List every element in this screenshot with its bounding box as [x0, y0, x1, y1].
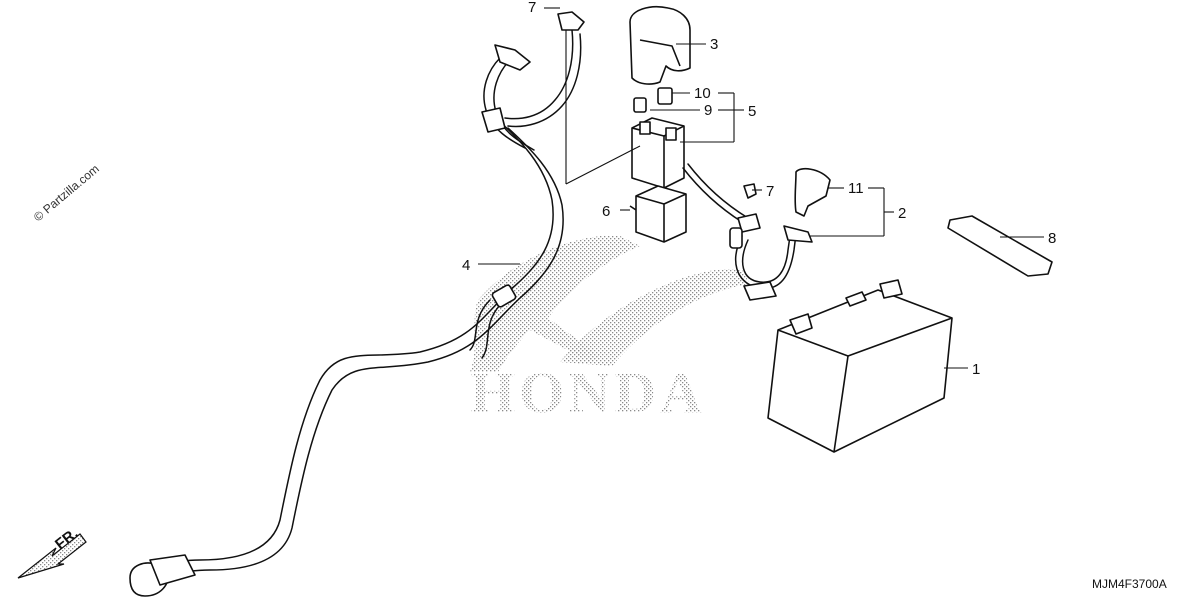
starter-relay-part [631, 117, 685, 189]
callout-10: 10 [694, 85, 711, 102]
callout-2: 2 [898, 205, 906, 222]
relay-holder-part [629, 185, 687, 243]
front-direction-arrow: FR. [17, 525, 87, 579]
diagram-code: MJM4F3700A [1092, 577, 1167, 591]
bolt-right-part [743, 183, 757, 199]
relay-cover-part [629, 6, 691, 85]
starter-cable-part [129, 11, 585, 597]
callout-4: 4 [462, 257, 470, 274]
battery-part [767, 279, 953, 453]
callout-6: 6 [602, 203, 610, 220]
callout-5: 5 [748, 103, 756, 120]
callout-labels: 7 3 10 9 5 6 4 7 11 2 8 1 [462, 0, 1056, 378]
callout-9: 9 [704, 102, 712, 119]
fuse-part [657, 87, 673, 105]
battery-cable-part [682, 163, 813, 301]
callout-11: 11 [848, 180, 864, 197]
callout-1: 1 [972, 361, 980, 378]
battery-band-part [947, 215, 1053, 277]
fuse-small-part [633, 97, 647, 113]
callout-7-top: 7 [528, 0, 536, 16]
partzilla-watermark: © Partzilla.com [31, 162, 102, 225]
callout-3: 3 [710, 36, 718, 53]
callout-7-right: 7 [766, 183, 774, 200]
callout-8: 8 [1048, 230, 1056, 247]
leader-lines [478, 7, 1044, 369]
terminal-cover-part [794, 167, 831, 217]
honda-brand-text: HONDA [470, 360, 706, 425]
honda-logo-watermark: HONDA [470, 235, 750, 425]
